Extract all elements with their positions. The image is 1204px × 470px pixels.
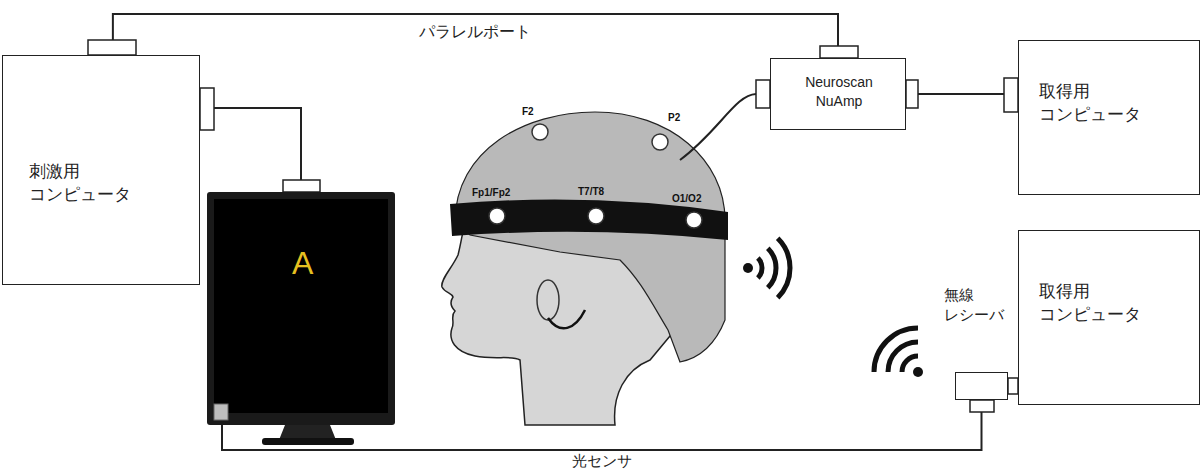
electrode	[532, 124, 548, 140]
electrode	[588, 208, 604, 224]
port	[906, 80, 918, 108]
amplifier-box: Neuroscan NuAmp	[770, 58, 906, 130]
port	[1004, 78, 1018, 112]
port	[1008, 378, 1018, 394]
box-label: 取得用 コンピュータ	[1039, 81, 1151, 127]
box-label: 無線 レシーバ	[944, 285, 1010, 326]
port	[283, 180, 320, 192]
acquisition-computer: 取得用 コンピュータ	[1018, 230, 1200, 405]
box-label: Neuroscan NuAmp	[789, 73, 889, 111]
electrode-cable	[680, 94, 756, 160]
monitor-bezel	[207, 192, 395, 425]
eeg-cap	[455, 112, 725, 362]
cable-line	[113, 14, 838, 58]
box-label: 取得用 コンピュータ	[1039, 281, 1151, 327]
electrode	[489, 208, 505, 224]
electrode-label: O1/O2	[672, 193, 701, 205]
monitor-screen	[214, 199, 388, 413]
wave-arc	[778, 238, 790, 297]
wireless-receiver: 無線 レシーバ	[955, 372, 1008, 400]
acquisition-computer: 取得用 コンピュータ	[1018, 40, 1200, 195]
monitor-base	[262, 438, 354, 445]
stimulus-computer: 刺激用 コンピュータ	[2, 55, 200, 285]
wireless-dot	[913, 367, 923, 377]
electrode-label: P2	[668, 112, 680, 124]
port	[200, 88, 214, 130]
electrode-label: T7/T8	[578, 186, 604, 198]
port	[970, 400, 994, 412]
monitor-display: A	[207, 192, 395, 425]
wave-arc	[874, 328, 918, 372]
wireless-waves	[758, 238, 790, 297]
port	[820, 46, 858, 58]
electrode	[686, 212, 702, 228]
electrode-group	[489, 124, 702, 228]
electrode-label: Fp1/Fp2	[472, 187, 510, 199]
cable-line	[906, 93, 1018, 95]
wave-arc	[888, 342, 918, 372]
electrode-label: F2	[522, 106, 534, 118]
electrode	[652, 134, 668, 150]
ear-clip-wire	[548, 310, 585, 328]
wave-arc	[768, 248, 776, 288]
box-label: 刺激用 コンピュータ	[29, 161, 141, 207]
wireless-waves	[874, 328, 918, 372]
ear	[537, 280, 559, 320]
wave-arc	[902, 356, 918, 372]
wireless-dot	[743, 263, 753, 273]
screen-letter: A	[292, 242, 332, 285]
connection-label: パラレルポート	[416, 22, 534, 41]
monitor-neck	[279, 425, 336, 440]
cap-band	[450, 200, 728, 241]
wave-arc	[758, 258, 762, 278]
port	[756, 80, 770, 108]
connection-label: 光センサ	[569, 452, 635, 470]
light-sensor	[214, 404, 228, 420]
port	[88, 40, 136, 55]
